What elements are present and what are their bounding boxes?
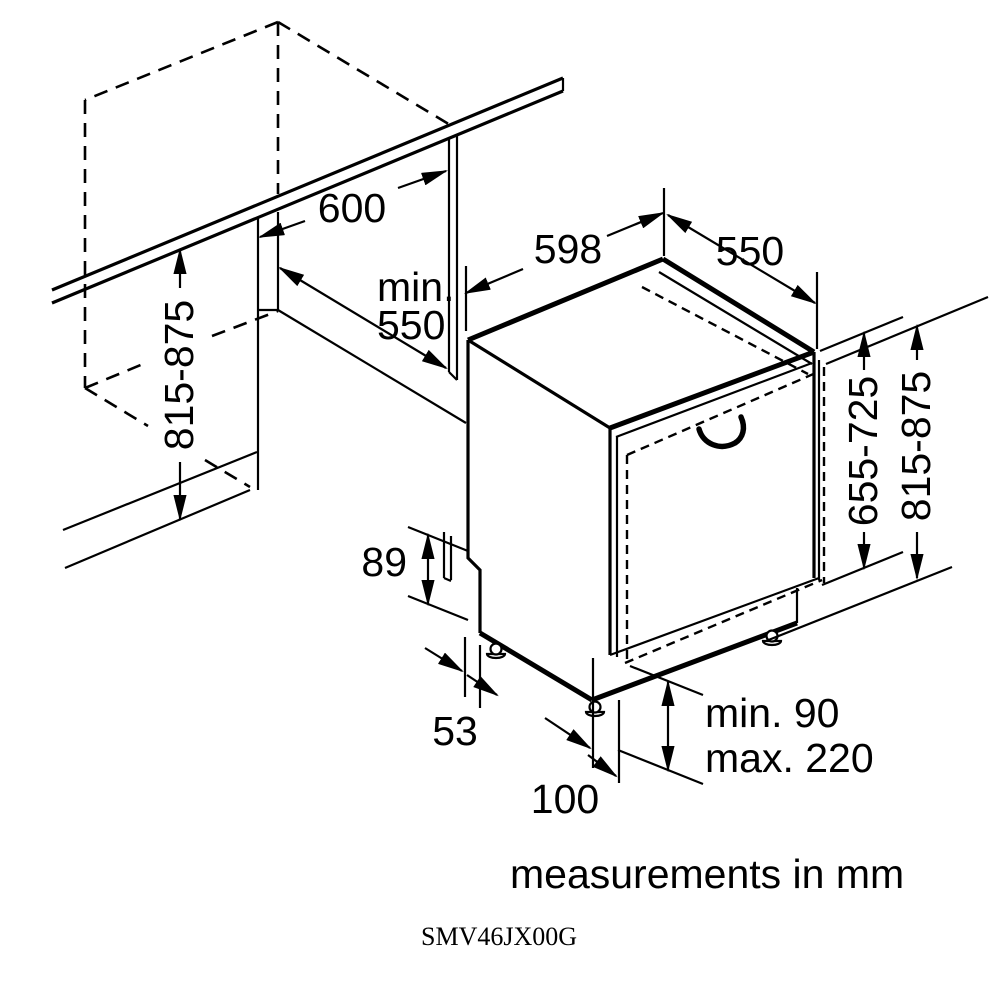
reference-line: [825, 295, 989, 366]
foot-center: [584, 700, 606, 718]
dim-line: [666, 213, 817, 305]
reference-line: [765, 565, 953, 643]
model-code: SMV46JX00G: [421, 922, 577, 951]
door-bottom-edge: [609, 576, 820, 657]
floor-line-upper: [62, 450, 258, 532]
dim-niche-height-left-label: 815-875: [156, 300, 202, 450]
dim-door-bottom-recess: 100: [531, 658, 621, 822]
dim-line: [278, 266, 448, 370]
dim-niche-width-label: 600: [318, 185, 386, 231]
niche-dashed-outline: [83, 20, 453, 489]
niche-top-left-edge: [84, 20, 279, 102]
dim-side-step: 89: [361, 525, 469, 622]
pointer-arrow: [466, 674, 499, 697]
pointer-arrow: [424, 647, 464, 673]
pointer-arrow: [544, 717, 592, 750]
dim-plinth-clearance: min. 90 max. 220: [617, 664, 874, 786]
door-handle-icon: [696, 414, 747, 450]
dim-base-recess: 53: [424, 637, 499, 754]
top-face-near-edge: [467, 338, 611, 430]
worktop: [51, 76, 565, 305]
dim-line: [606, 211, 666, 238]
reference-line: [617, 748, 704, 786]
worktop-top-edge: [51, 76, 564, 292]
dim-appliance-width-label: 598: [534, 226, 602, 272]
foot-left: [485, 642, 507, 660]
dim-door-bottom-recess-label: 100: [531, 776, 599, 822]
top-rim-line: [658, 271, 813, 365]
niche-bottom-back-edge: [84, 309, 279, 390]
dim-plinth-min-label: min. 90: [705, 690, 839, 736]
dim-side-step-label: 89: [361, 539, 407, 585]
top-face-front-edge: [609, 349, 815, 431]
niche-top-right-edge: [277, 20, 453, 128]
dim-appliance-depth-label: 550: [716, 228, 784, 274]
dim-door-panel-height: 655-725: [819, 315, 904, 587]
dishwasher: [466, 256, 826, 703]
reference-line: [407, 525, 469, 553]
dim-niche-height-right: 815-875: [765, 295, 989, 643]
dimensions: 600 min. 550 815-875 598 550: [156, 169, 989, 822]
worktop-bottom-edge: [51, 89, 564, 305]
dim-base-recess-label: 53: [432, 708, 478, 754]
dim-niche-width: 600: [257, 169, 449, 239]
dim-line: [463, 267, 524, 295]
dim-niche-depth-prefix: min.: [377, 264, 454, 310]
foot-base: [584, 710, 606, 718]
dim-appliance-width: 598: [463, 188, 666, 331]
door-outline-top-dashed: [626, 370, 819, 457]
reference-line: [819, 315, 904, 353]
side-front-edge-with-step: [466, 340, 482, 633]
top-face-left-edge: [467, 256, 664, 343]
dim-niche-height-left: 815-875: [156, 247, 202, 522]
reference-line: [821, 550, 904, 587]
dim-line: [397, 169, 449, 190]
door-outline-bottom-dashed: [624, 578, 823, 665]
floor-line-lower: [64, 488, 251, 570]
dim-door-panel-height-label: 655-725: [840, 376, 886, 526]
dim-niche-height-right-label: 815-875: [893, 371, 939, 521]
dim-niche-depth-value: 550: [377, 302, 445, 348]
base-front-edge: [591, 620, 798, 703]
foot-screw: [489, 642, 503, 656]
door-top-edge: [615, 361, 813, 439]
pointer-arrow: [587, 754, 618, 778]
side-panel-notch: [448, 371, 458, 381]
dim-plinth-max-label: max. 220: [705, 735, 874, 781]
foot-screw: [588, 700, 602, 714]
side-panel-floor-stub: [442, 532, 453, 583]
reference-line: [407, 594, 469, 622]
dim-appliance-depth: 550: [666, 213, 819, 349]
dim-niche-depth: min. 550: [278, 264, 454, 370]
dim-line: [257, 219, 306, 239]
units-caption: measurements in mm: [510, 851, 904, 897]
foot-base: [761, 639, 783, 647]
foot-base: [485, 652, 507, 660]
niche-bottom-front-edge: [84, 386, 251, 489]
